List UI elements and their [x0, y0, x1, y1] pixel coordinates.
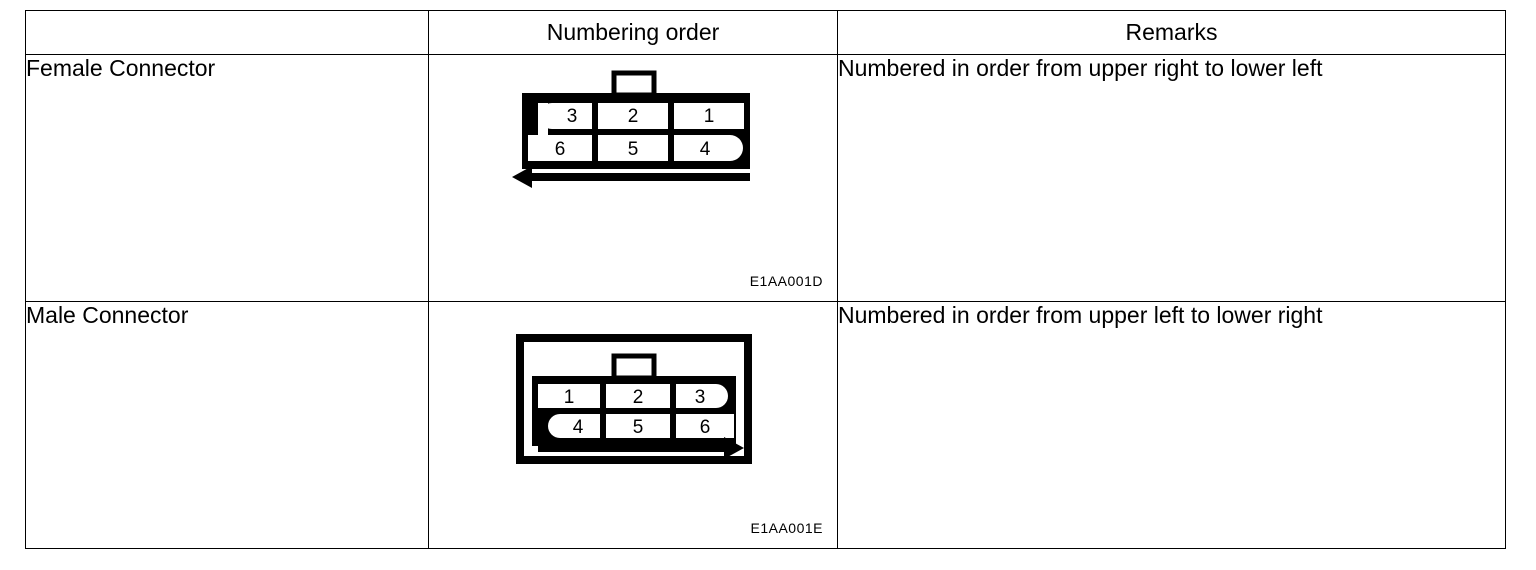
- remarks-cell-female: Numbered in order from upper right to lo…: [837, 54, 1506, 302]
- table-header-row: Numbering order Remarks: [25, 10, 1506, 55]
- pin-cell-bottom-1: [548, 414, 600, 438]
- connector-type-label-female: Female Connector: [25, 54, 429, 302]
- pin-number: 1: [704, 106, 715, 127]
- figure-id-label: E1AA001D: [749, 273, 823, 289]
- pin-number: 4: [573, 417, 584, 438]
- pin-cell-top-3: [676, 384, 728, 408]
- pin-number: 5: [628, 139, 639, 160]
- pin-cell-top-1: [538, 384, 600, 408]
- connector-type-label-male: Male Connector: [25, 301, 429, 549]
- pin-cell-bottom-3: [676, 414, 734, 438]
- pin-number: 1: [564, 387, 575, 408]
- table-row: Male Connector: [25, 301, 1506, 549]
- pin-number: 4: [700, 139, 711, 160]
- latch-tab: [611, 70, 657, 98]
- pin-number: 3: [695, 387, 706, 408]
- direction-arrow-right-icon: [538, 437, 744, 459]
- pin-cell-bottom-2: [606, 414, 670, 438]
- pin-cell-bottom-3: [674, 135, 743, 161]
- direction-arrow-left-icon: [512, 166, 750, 188]
- numbering-order-cell-female: 3 2 1 6 5 4: [428, 54, 838, 302]
- pin-number: 6: [700, 417, 711, 438]
- pin-number: 6: [555, 139, 566, 160]
- header-type-column: [25, 10, 429, 55]
- pin-cell-top-3: [674, 103, 744, 129]
- pin-cell-top-2: [606, 384, 670, 408]
- pin-cell-bottom-1: [528, 135, 592, 161]
- pin-cell-bottom-2: [598, 135, 668, 161]
- pin-number: 5: [633, 417, 644, 438]
- pin-cell-top-2: [598, 103, 668, 129]
- male-connector-diagram-wrap: 1 2 3 4 5 6: [429, 302, 837, 548]
- figure-id-label: E1AA001E: [750, 520, 823, 536]
- male-connector-diagram: 1 2 3 4 5 6: [516, 334, 752, 464]
- latch-tab: [611, 353, 657, 381]
- pin-number: 3: [567, 106, 578, 127]
- connector-numbering-table: Numbering order Remarks Female Connector: [25, 10, 1506, 549]
- female-connector-diagram: 3 2 1 6 5 4: [512, 70, 750, 188]
- remarks-cell-male: Numbered in order from upper left to low…: [837, 301, 1506, 549]
- pin-cell-top-1: [539, 103, 592, 129]
- table-row: Female Connector: [25, 54, 1506, 302]
- header-remarks: Remarks: [837, 10, 1506, 55]
- numbering-order-cell-male: 1 2 3 4 5 6: [428, 301, 838, 549]
- header-numbering-order: Numbering order: [428, 10, 838, 55]
- pin-number: 2: [628, 106, 639, 127]
- female-connector-diagram-wrap: 3 2 1 6 5 4: [429, 55, 837, 301]
- pin-number: 2: [633, 387, 644, 408]
